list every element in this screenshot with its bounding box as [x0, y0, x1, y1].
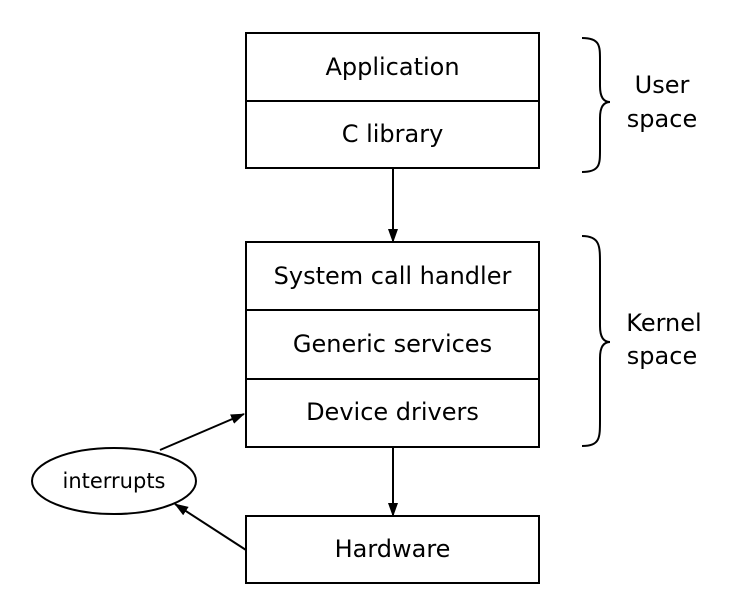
user-space-label-line1: User: [635, 71, 690, 99]
interrupts-to-drivers-arrow: [159, 413, 245, 451]
c-library-label: C library: [342, 120, 444, 148]
kernel-space-label-line2: space: [627, 342, 697, 370]
interrupts-label: interrupts: [62, 469, 165, 493]
hardware-box: [245, 515, 540, 584]
application-box: [245, 32, 540, 102]
application-label: Application: [325, 53, 459, 81]
user-space-stack: Application C library: [245, 32, 540, 169]
device-drivers-label: Device drivers: [306, 398, 479, 426]
generic-services-box: [245, 309, 540, 380]
kernel-space-label-line1: Kernel: [626, 309, 701, 337]
user-space-brace: [581, 37, 611, 173]
system-call-handler-label: System call handler: [274, 262, 512, 290]
interrupts-ellipse: [31, 447, 197, 515]
kernel-space-brace: [581, 235, 611, 447]
generic-services-label: Generic services: [293, 330, 492, 358]
hardware-to-interrupts-arrow: [174, 503, 247, 551]
c-library-box: [245, 100, 540, 169]
kernel-space-stack: System call handler Generic services Dev…: [245, 241, 540, 448]
hardware-label: Hardware: [335, 535, 451, 563]
device-drivers-box: [245, 378, 540, 448]
user-space-label-line2: space: [627, 105, 697, 133]
